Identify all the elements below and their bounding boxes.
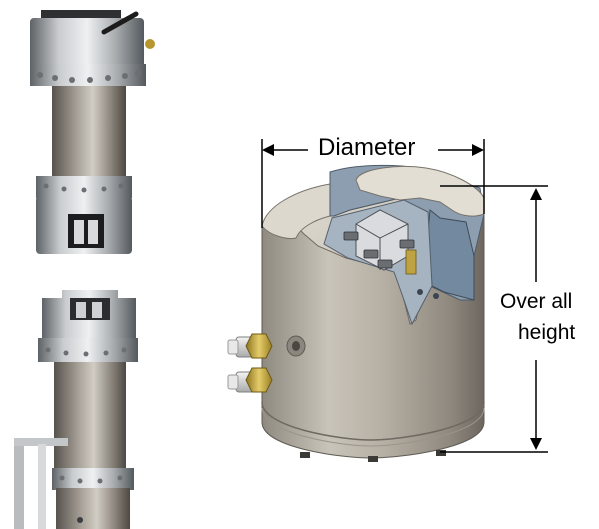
height-dimension <box>440 185 548 453</box>
diameter-label: Diameter <box>318 134 416 161</box>
fixture-photo-bottom <box>14 290 138 529</box>
fixture-cad-model <box>227 164 485 462</box>
diameter-dimension <box>261 139 485 228</box>
height-label-line1: Over all <box>500 290 573 313</box>
flange-bolts-top <box>37 70 141 83</box>
height-label-line2: height <box>518 321 576 344</box>
fixture-photo-top <box>30 10 155 254</box>
fitting-upper <box>227 333 273 359</box>
fitting-lower <box>227 367 273 393</box>
